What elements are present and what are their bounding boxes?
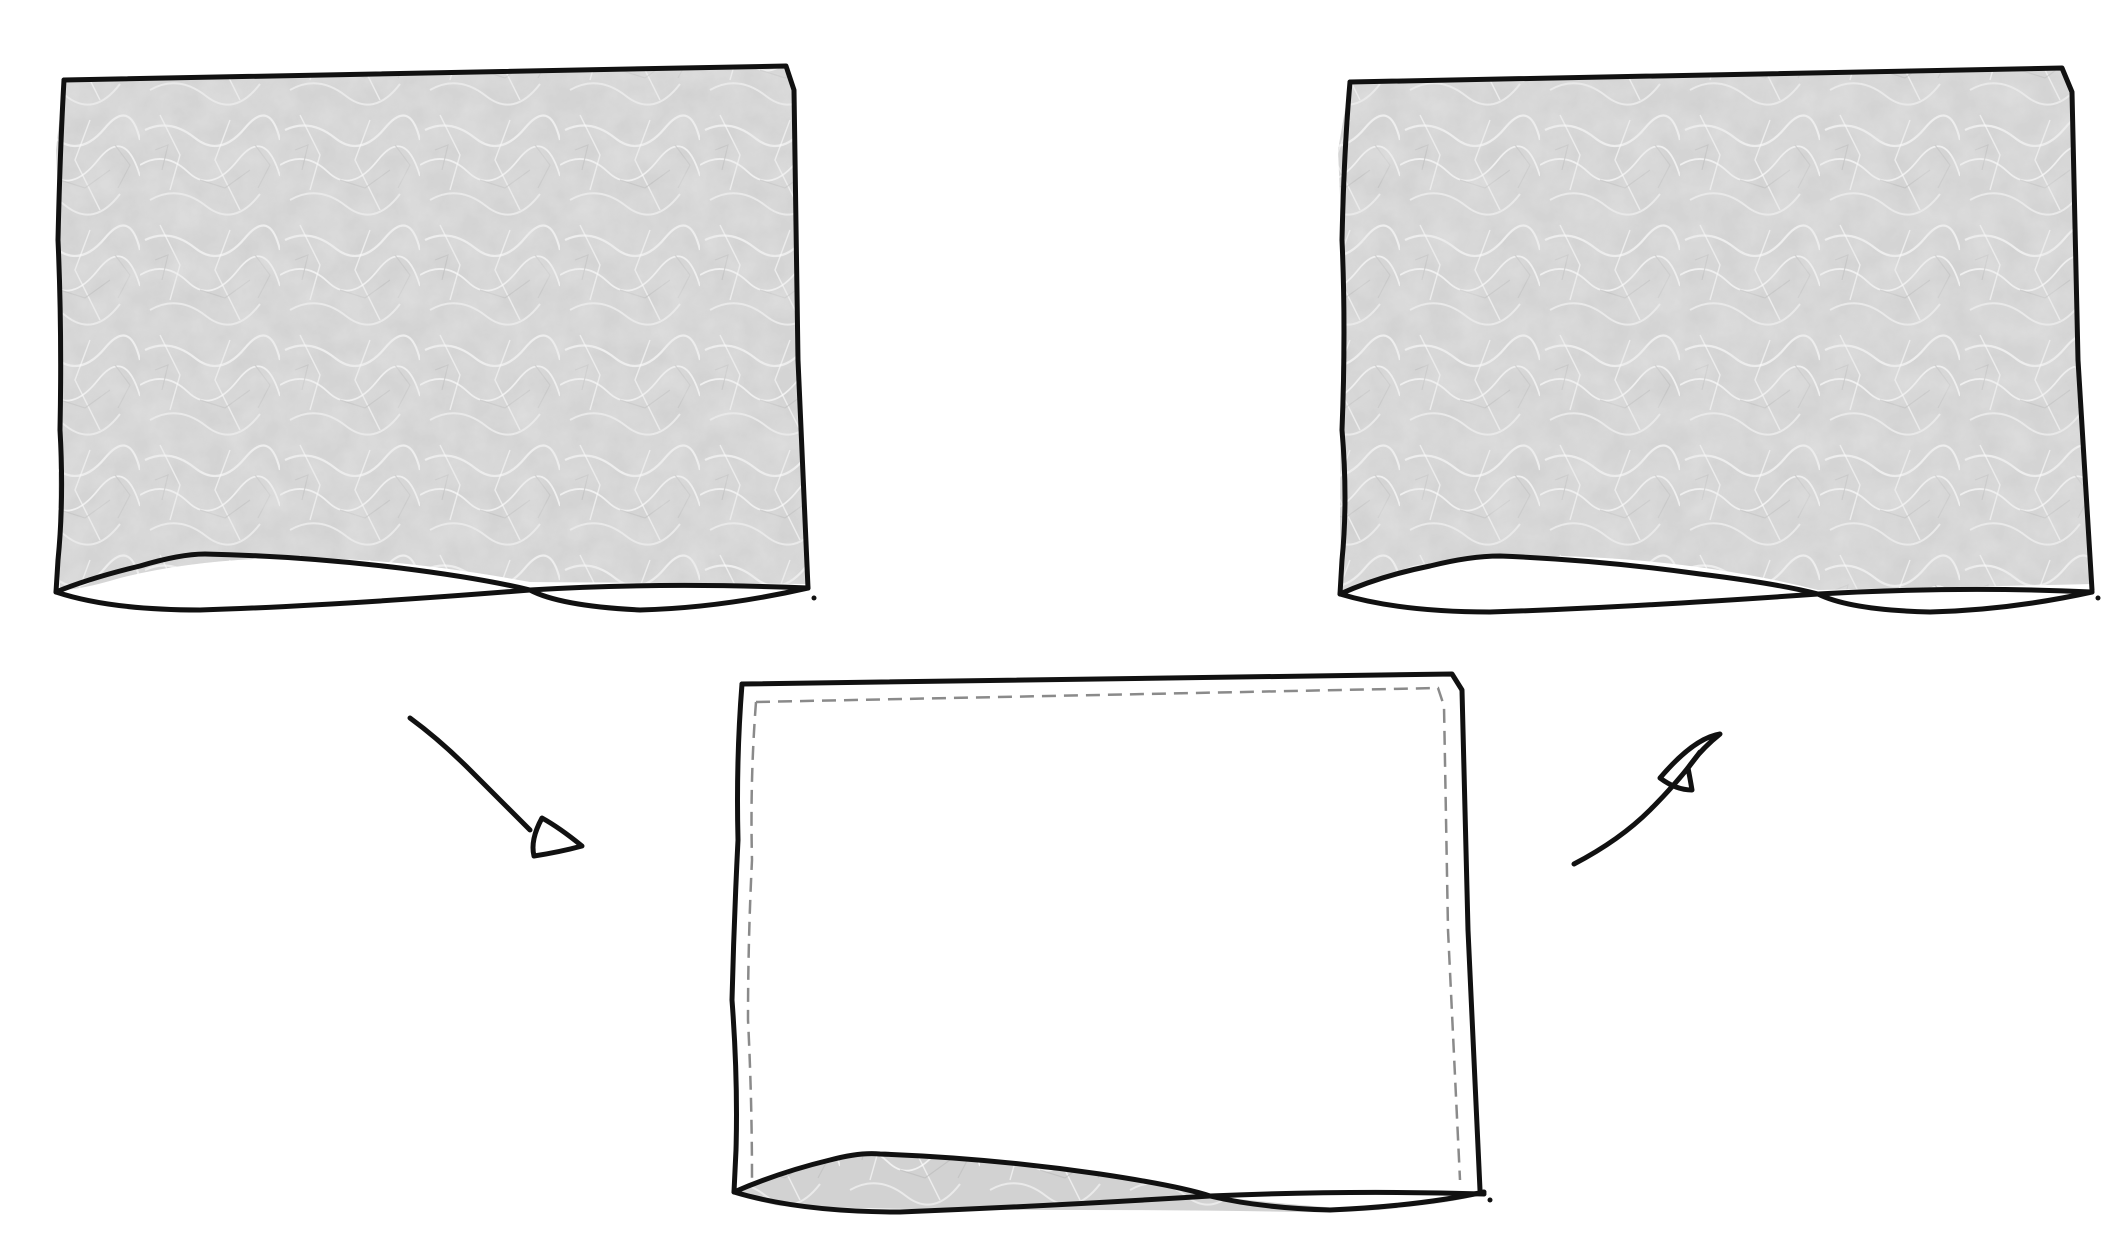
middle-panel-dashed-border [746, 686, 1462, 1181]
middle-panel-bottom-edge [731, 1189, 1487, 1215]
arrow-left-to-middle [407, 715, 585, 859]
left-panel-outline [61, 63, 811, 591]
left-panel-texture-overlay [56, 66, 808, 590]
middle-panel-left-edge [729, 681, 745, 1195]
left-panel-dot [811, 595, 817, 601]
arrow-middle-to-right-head [1657, 731, 1723, 793]
right-panel-left-edge [1337, 79, 1353, 597]
left-panel [53, 63, 817, 613]
left-panel-bottom-fold [53, 551, 811, 613]
arrow-middle-to-right-shaft [1571, 749, 1703, 867]
right-panel-bottom-fold [1337, 553, 2095, 615]
arrow-middle-to-right [1571, 731, 1723, 867]
middle-panel [729, 671, 1493, 1215]
middle-panel-fold-fill [736, 1153, 1484, 1213]
right-panel [1337, 65, 2101, 615]
middle-panel-dot [1487, 1197, 1493, 1203]
right-panel-bottom-edge [1337, 586, 2095, 615]
right-panel-outline [1347, 65, 2095, 593]
arrow-left-to-middle-shaft [407, 715, 533, 833]
left-panel-bottom-edge [53, 582, 811, 613]
right-panel-dot [2095, 595, 2101, 601]
right-panel-texture-overlay [1338, 68, 2092, 592]
middle-panel-bottom-fold [731, 1151, 1487, 1213]
arrow-left-to-middle-head [530, 815, 585, 859]
middle-panel-outline [739, 671, 1483, 1193]
left-panel-left-edge [53, 77, 67, 595]
